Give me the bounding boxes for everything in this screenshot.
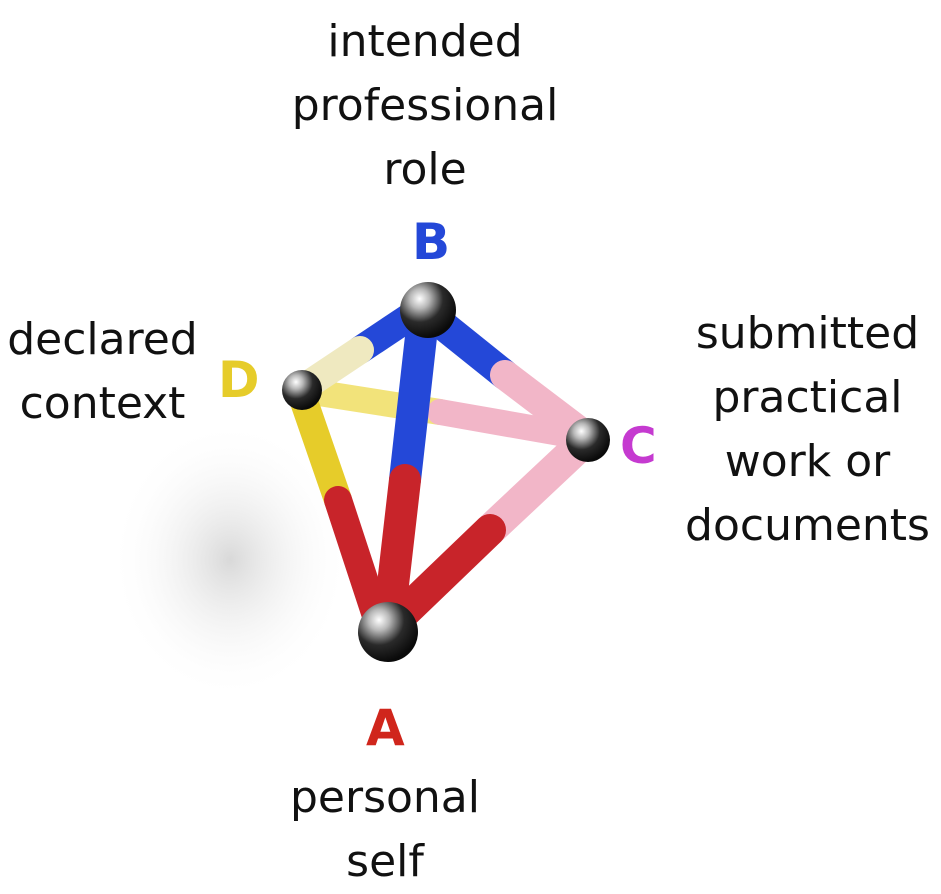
label-b-line-3: role [383,144,467,195]
vertex-letter-c: C [620,417,657,475]
label-d-declared-context: declared context [0,308,205,436]
label-b-line-1: intended [327,16,523,67]
ball-c [566,418,610,462]
label-c-line-2: practical [712,372,903,423]
label-c-line-4: documents [685,500,930,551]
ball-d [282,370,322,410]
ball-a [358,602,418,662]
label-a-line-2: self [346,836,424,887]
label-d-line-2: context [19,378,186,429]
label-b-line-2: professional [291,80,559,131]
vertex-letter-d: D [218,351,260,409]
vertex-letter-b: B [412,213,451,271]
label-b-intended-professional-role: intended professional role [270,10,580,202]
label-a-line-1: personal [289,772,480,823]
model-shadow [110,420,350,700]
label-c-line-3: work or [724,436,891,487]
label-a-personal-self: personal self [260,766,510,894]
ball-b [400,282,456,338]
label-d-line-1: declared [7,314,198,365]
label-c-submitted-practical-work: submitted practical work or documents [680,302,935,558]
vertex-letter-a: A [366,699,405,757]
label-c-line-1: submitted [695,308,920,359]
